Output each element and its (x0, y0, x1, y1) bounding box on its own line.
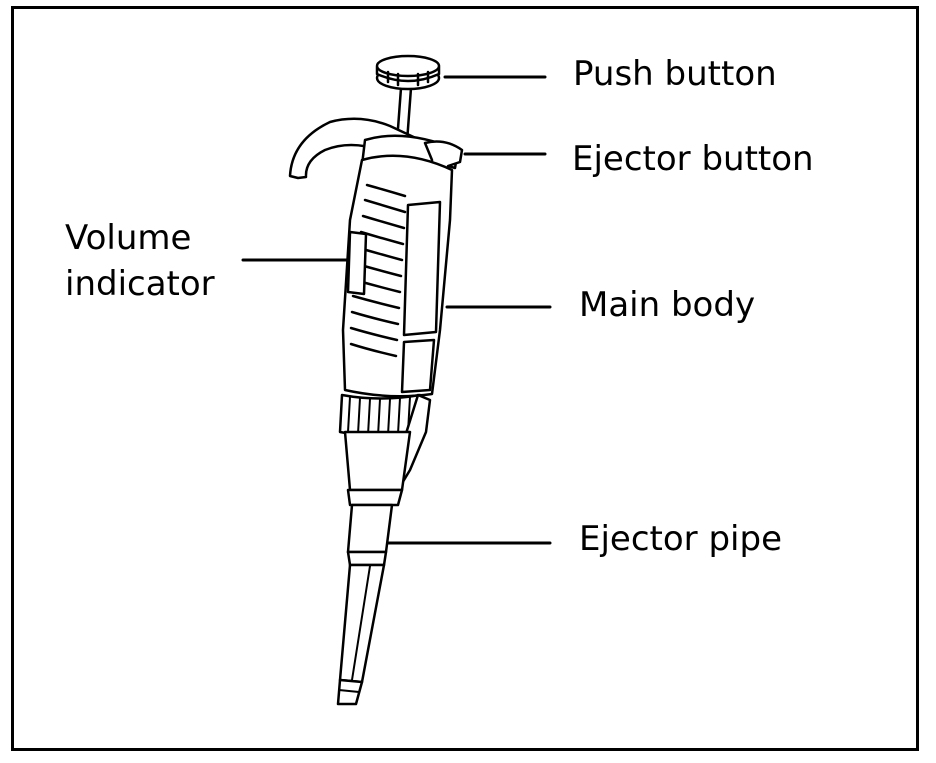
leader-lines (241, 75, 552, 545)
label-main-body: Main body (579, 285, 756, 325)
diagram-frame (11, 6, 919, 751)
label-volume-line2: indicator (65, 264, 215, 304)
shaft-collar (346, 488, 404, 507)
tip-cone (338, 563, 386, 684)
label-push-button: Push button (573, 54, 777, 94)
label-ejector-pipe: Ejector pipe (579, 519, 782, 559)
volume-indicator-window (346, 230, 368, 296)
label-ejector-button: Ejector button (572, 139, 814, 179)
side-panel (402, 200, 442, 337)
ejector-pipe-tip (346, 550, 388, 567)
label-volume-line1: Volume (65, 218, 192, 258)
push-button-knob (375, 54, 441, 91)
side-panel-lower (400, 338, 436, 394)
lower-shaft (343, 430, 412, 492)
adjustment-ring (338, 393, 422, 438)
ejector-pipe-part (346, 503, 394, 554)
